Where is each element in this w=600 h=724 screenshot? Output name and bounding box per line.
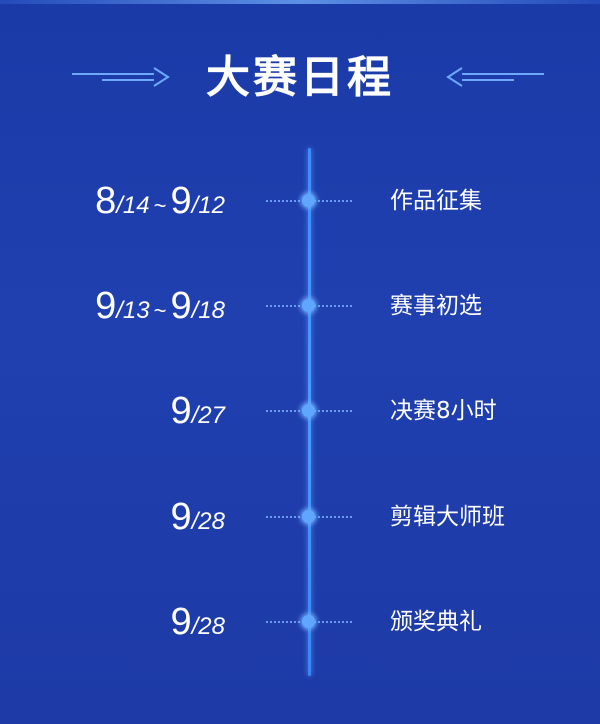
timeline-node — [302, 510, 315, 523]
timeline-node — [302, 299, 315, 312]
timeline-event-label: 决赛8小时 — [390, 398, 497, 424]
title-left-ornament — [72, 67, 170, 87]
timeline-node — [302, 404, 315, 417]
timeline-item: 8/14~9/12 作品征集 — [0, 171, 600, 231]
timeline-event-label: 剪辑大师班 — [390, 504, 505, 530]
timeline-item: 9/28 剪辑大师班 — [0, 487, 600, 547]
timeline-item: 9/27 决赛8小时 — [0, 381, 600, 441]
title-right-ornament — [446, 67, 544, 87]
timeline-date: 9/27 — [170, 390, 225, 432]
timeline-date: 8/14~9/12 — [95, 180, 225, 222]
timeline-event-label: 颁奖典礼 — [390, 609, 482, 635]
timeline-event-label: 作品征集 — [390, 188, 482, 214]
timeline-node — [302, 194, 315, 207]
timeline-date: 9/28 — [170, 601, 225, 643]
timeline-date: 9/28 — [170, 496, 225, 538]
timeline-item: 9/13~9/18 赛事初选 — [0, 276, 600, 336]
timeline-item: 9/28 颁奖典礼 — [0, 592, 600, 652]
timeline-node — [302, 615, 315, 628]
top-glow-border — [0, 0, 600, 4]
page-title: 大赛日程 — [206, 52, 394, 103]
timeline-date: 9/13~9/18 — [95, 285, 225, 327]
timeline-event-label: 赛事初选 — [390, 293, 482, 319]
